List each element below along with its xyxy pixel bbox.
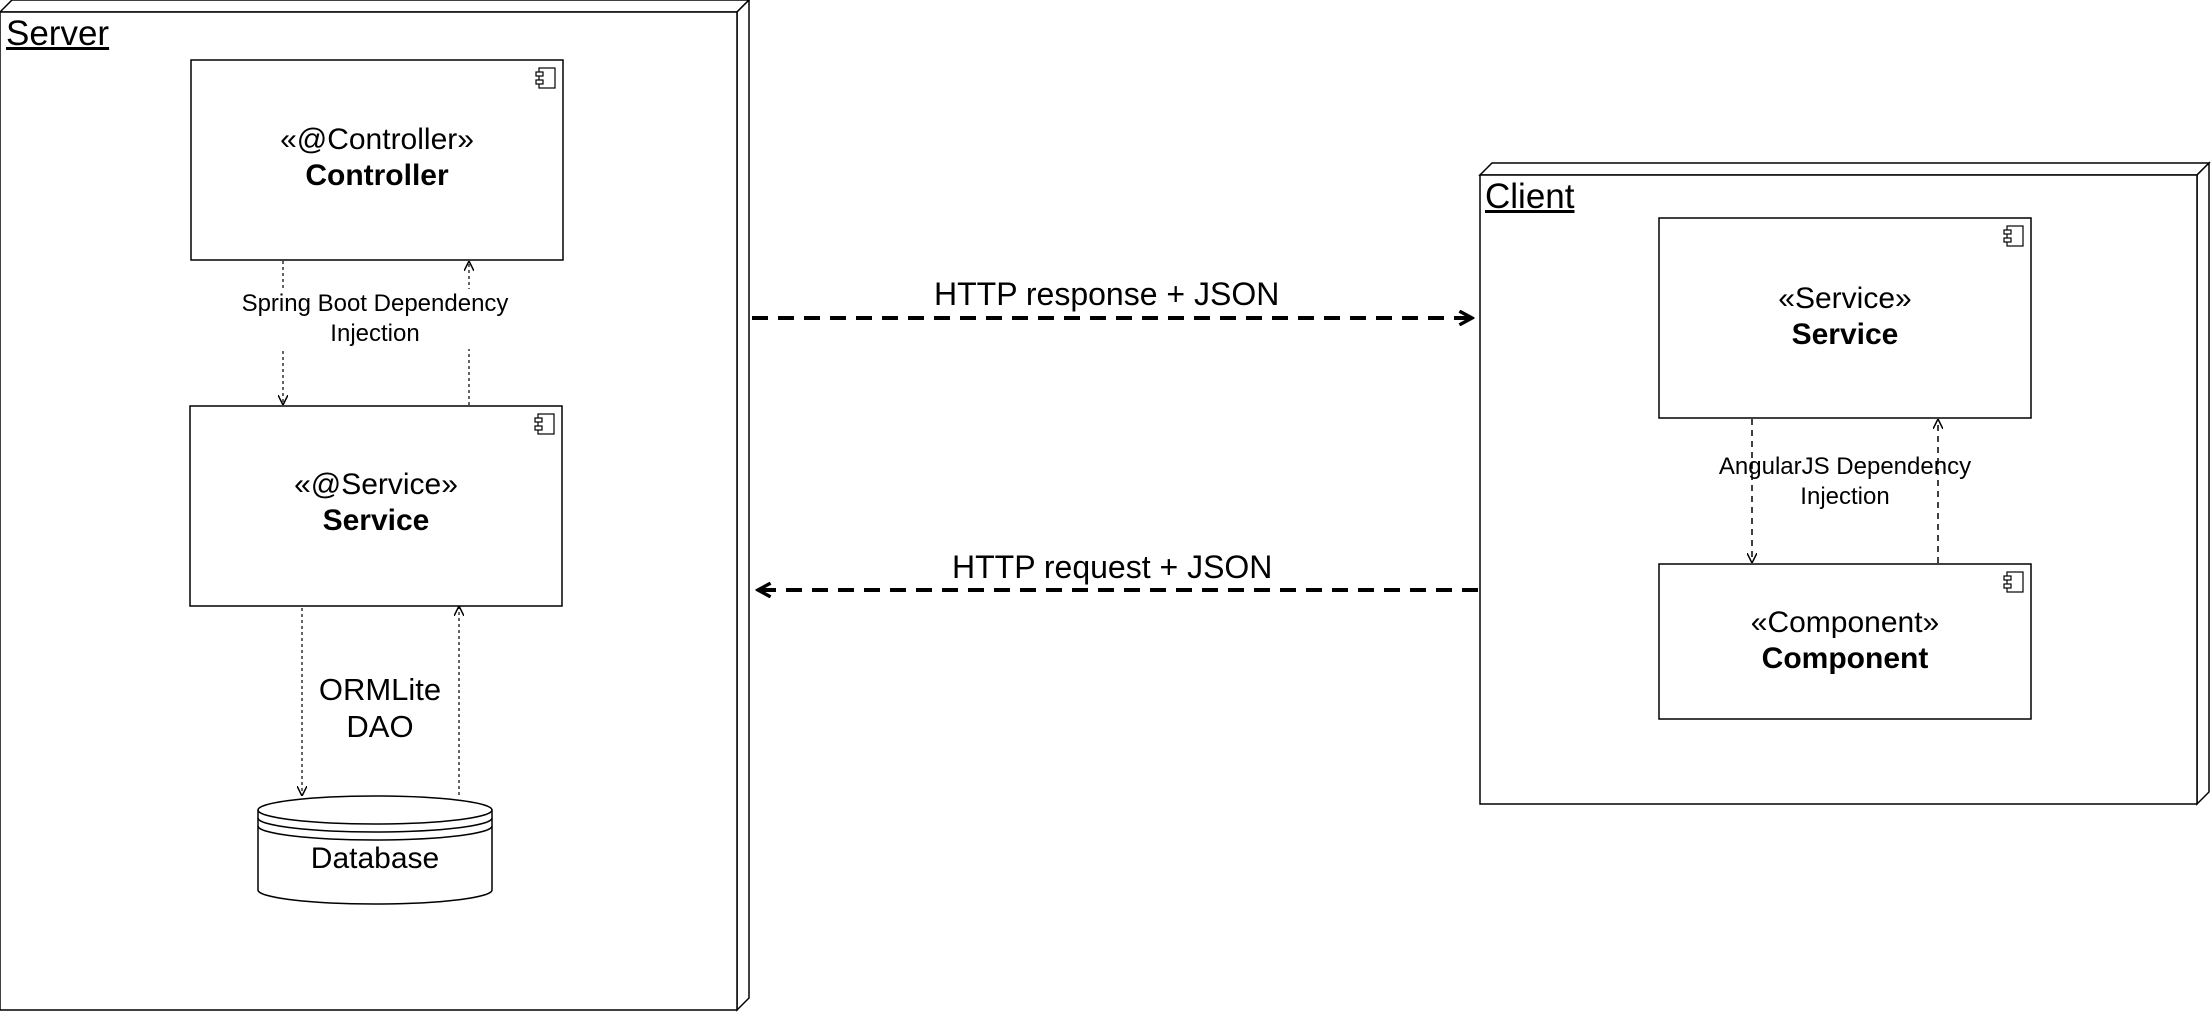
angular-di-label-line2: Injection [1800,483,1890,510]
database-label: Database [310,842,440,875]
component-icon [2003,225,2024,247]
client-service-label: «Service» Service [1659,281,2031,353]
client-service-component[interactable] [1658,217,2032,419]
spring-di-label-line1: Spring Boot Dependency [241,290,509,317]
client-component-component[interactable] [1658,563,2032,720]
component-icon [535,67,556,89]
ormlite-dao-line2: DAO [346,709,414,744]
client-component-stereotype: «Component» [1750,606,1940,639]
client-service-stereotype: «Service» [1778,282,1912,315]
server-service-stereotype: «@Service» [294,468,458,501]
angular-di-label: AngularJS Dependency Injection [1695,452,1995,512]
client-service-name: Service [1791,318,1899,351]
client-title: Client [1485,177,1575,216]
server-service-name: Service [322,504,430,537]
controller-component[interactable] [190,59,564,261]
controller-name: Controller [305,159,449,192]
http-response-label: HTTP response + JSON [934,276,1280,312]
server-title: Server [6,14,110,53]
client-component-name: Component [1761,642,1929,675]
spring-di-label: Spring Boot Dependency Injection [225,289,525,349]
client-component-label: «Component» Component [1659,605,2031,677]
component-icon [2003,571,2024,593]
component-icon [534,413,555,435]
server-service-component[interactable] [189,405,563,607]
http-request-label: HTTP request + JSON [952,549,1273,585]
controller-label: «@Controller» Controller [191,122,563,194]
ormlite-dao-line1: ORMLite [318,672,442,707]
database-cylinder[interactable] [257,795,493,905]
server-service-label: «@Service» Service [190,467,562,539]
spring-di-label-line2: Injection [330,320,420,347]
controller-stereotype: «@Controller» [280,123,474,156]
ormlite-dao-label: ORMLite DAO [305,671,455,745]
angular-di-label-line1: AngularJS Dependency [1718,453,1972,480]
